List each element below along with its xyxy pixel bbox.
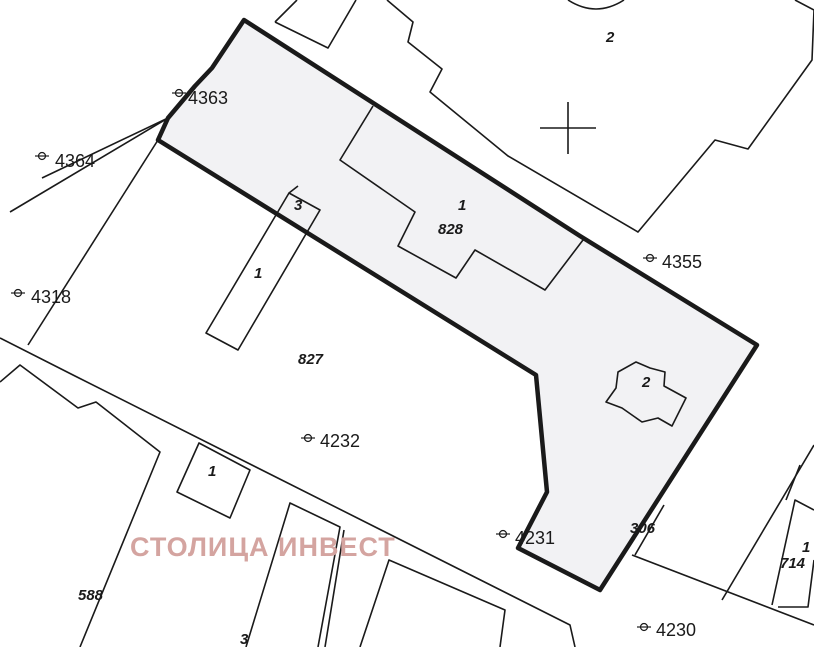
building-outline: [245, 502, 341, 647]
building-outline: [339, 105, 584, 291]
survey-point-4230: 4230: [656, 620, 696, 640]
survey-point-4318: 4318: [31, 287, 71, 307]
survey-point-icon: [301, 433, 315, 443]
parcel-line: [41, 117, 169, 179]
parcel-line: [634, 504, 665, 556]
survey-point-icon: [637, 622, 651, 632]
building-outline: [567, 0, 625, 10]
building-outline: [274, 0, 357, 49]
building-outline: [605, 361, 687, 427]
parcel-line: [721, 444, 814, 601]
building-outline: [771, 499, 814, 606]
parcel-number-588[interactable]: 588: [78, 587, 104, 604]
grid-cross-icon: [540, 102, 596, 154]
building-number: 1: [802, 539, 810, 556]
building-outline: [359, 559, 506, 647]
survey-point-4355: 4355: [662, 252, 702, 272]
parcel-number-828[interactable]: 828: [438, 221, 464, 238]
building-outline: [386, 0, 814, 233]
survey-point-4231: 4231: [515, 528, 555, 548]
parcel-line: [631, 554, 814, 626]
building-number: 1: [254, 265, 262, 282]
survey-point-markers: [11, 88, 657, 632]
parcel-line: [27, 139, 159, 346]
parcel-number-714[interactable]: 714: [780, 555, 806, 572]
building-number: 1: [208, 463, 216, 480]
building-number: 3: [240, 631, 249, 647]
survey-point-4364: 4364: [55, 151, 95, 171]
survey-point-icon: [496, 529, 510, 539]
building-outline: [288, 185, 299, 194]
parcel-line: [785, 464, 801, 501]
building-outline: [778, 559, 814, 608]
building-number: 2: [605, 29, 615, 46]
parcel-number-827[interactable]: 827: [298, 351, 324, 368]
survey-point-icon: [35, 151, 49, 161]
survey-point-icon: [11, 288, 25, 298]
building-outline: [324, 529, 345, 647]
building-number: 2: [641, 374, 651, 391]
parcel-line: [0, 337, 576, 647]
building-number: 3: [294, 197, 303, 214]
building-number: 1: [458, 197, 466, 214]
parcel-828-boundary[interactable]: [155, 17, 760, 593]
survey-point-4232: 4232: [320, 431, 360, 451]
survey-point-icon: [172, 88, 186, 98]
watermark-text: СТОЛИЦА ИНВЕСТ: [130, 532, 396, 562]
parcel-line: [0, 364, 161, 647]
parcel-line: [9, 117, 169, 213]
building-outline: [176, 442, 251, 519]
parcel-number-306[interactable]: 306: [630, 520, 656, 537]
survey-point-icon: [643, 253, 657, 263]
survey-point-4363: 4363: [188, 88, 228, 108]
building-outline: [205, 192, 321, 351]
